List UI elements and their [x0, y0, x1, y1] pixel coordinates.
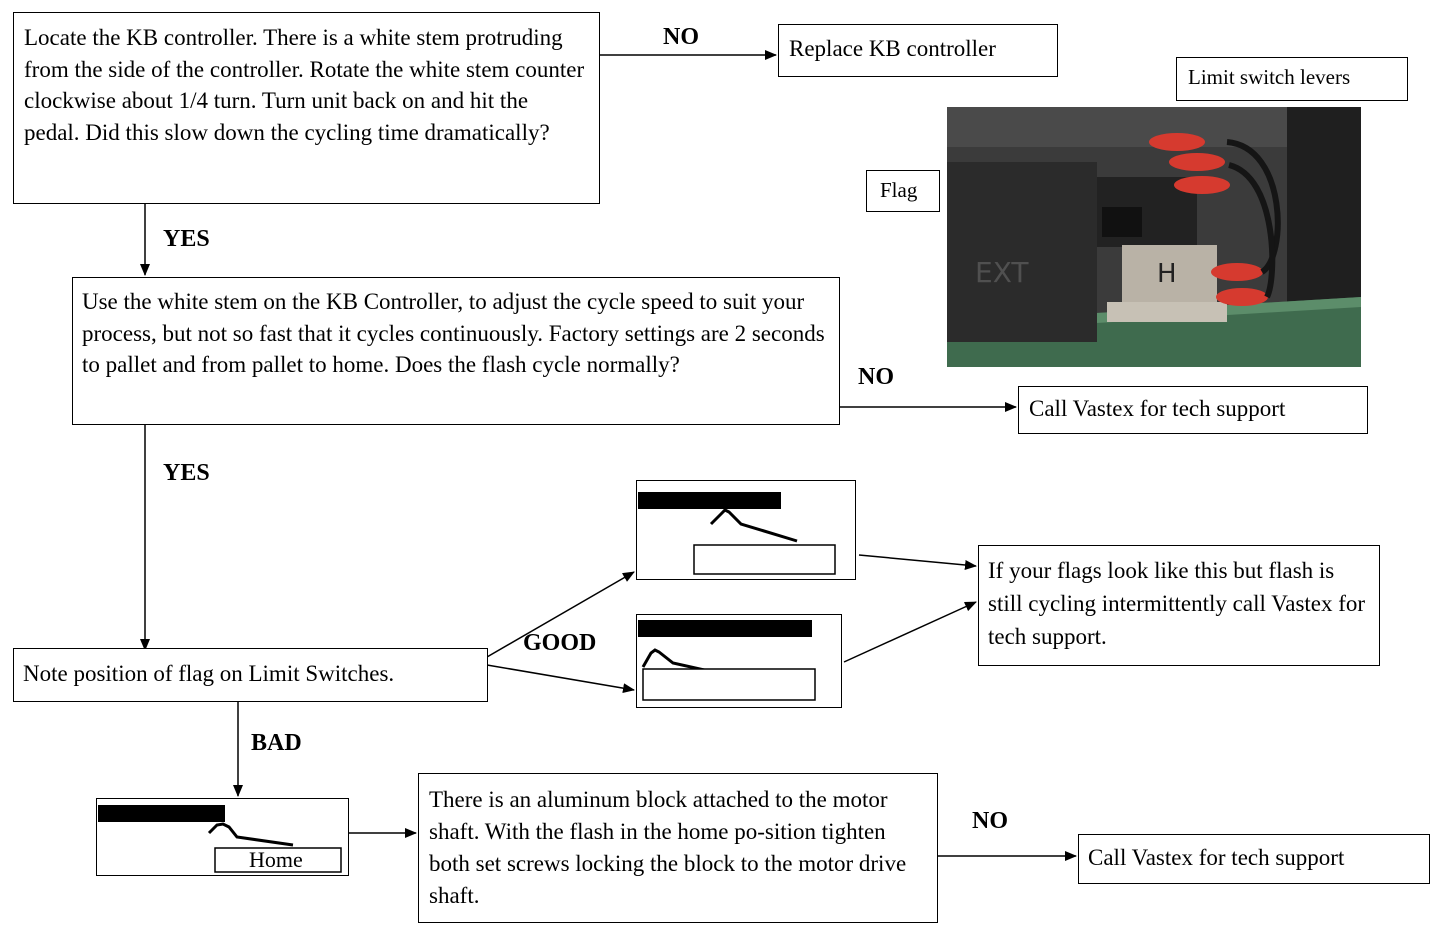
good-flag-diagram-2	[636, 614, 842, 708]
label-yes-1: YES	[163, 226, 210, 252]
replace-kb-box: Replace KB controller	[778, 24, 1058, 77]
aluminum-block-box: There is an aluminum block attached to t…	[418, 773, 938, 923]
limit-switch-photo: EXT H	[947, 107, 1361, 367]
photo-plate-letter: H	[1157, 259, 1177, 289]
adjust-speed-box: Use the white stem on the KB Controller,…	[72, 277, 840, 425]
flags-good-note-box: If your flags look like this but flash i…	[978, 545, 1380, 666]
label-no-3: NO	[972, 808, 1008, 834]
arrow-good-1-to-note	[858, 554, 977, 570]
label-bad: BAD	[251, 730, 302, 756]
call-vastex-box-1: Call Vastex for tech support	[1018, 386, 1368, 434]
flag-label: Flag	[866, 170, 940, 212]
note-position-box: Note position of flag on Limit Switches.	[13, 648, 488, 702]
label-good: GOOD	[523, 630, 597, 656]
label-yes-2: YES	[163, 460, 210, 486]
photo-ext-text: EXT	[975, 256, 1029, 289]
kb-check-box: Locate the KB controller. There is a whi…	[13, 12, 600, 204]
limit-switch-levers-label: Limit switch levers	[1176, 57, 1408, 101]
home-label: Home	[249, 847, 303, 872]
call-vastex-box-2: Call Vastex for tech support	[1078, 834, 1430, 884]
arrow-good-2-to-note	[843, 601, 977, 663]
label-no-1: NO	[663, 24, 699, 50]
arrow-note-to-good-2	[486, 664, 635, 694]
good-flag-diagram-1	[636, 480, 856, 580]
arrow-note-to-good-1	[486, 571, 635, 658]
bad-flag-diagram: Home	[96, 798, 349, 876]
label-no-2: NO	[858, 364, 894, 390]
